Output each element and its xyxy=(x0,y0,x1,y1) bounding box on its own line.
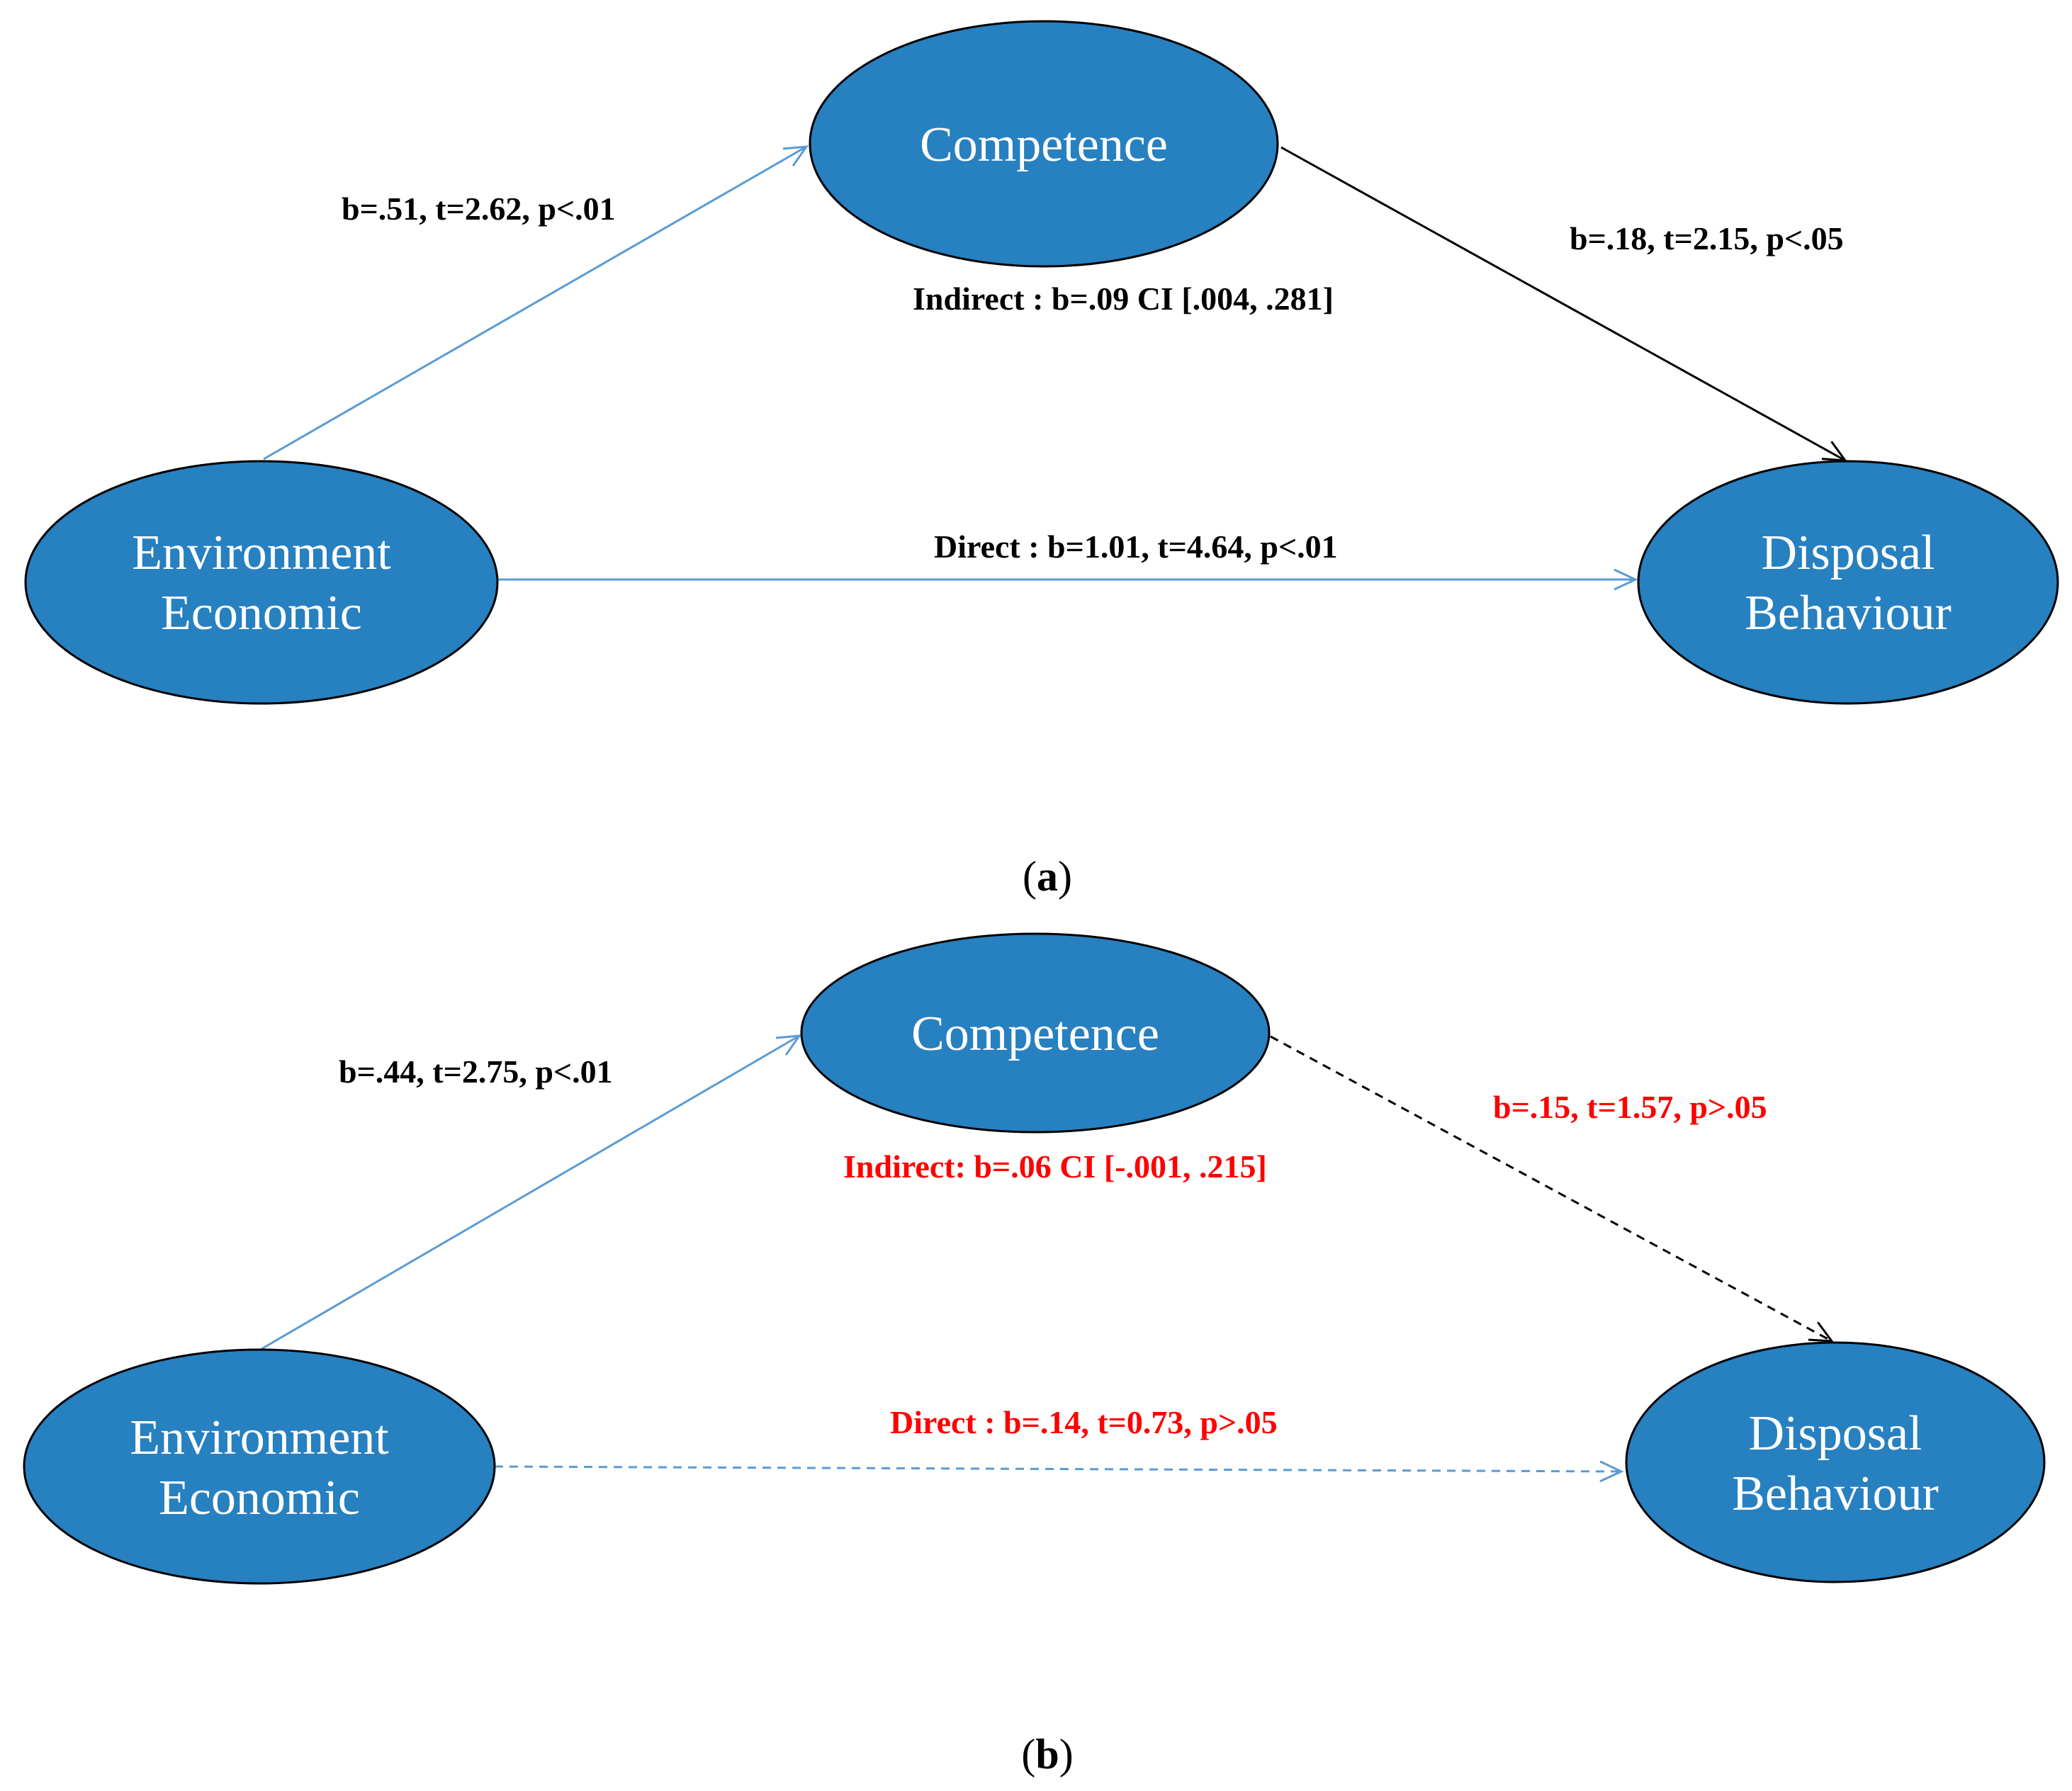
panel-b-edge-competence-to-disposal xyxy=(1270,1035,1835,1343)
panel-a-disposal-label-line1: Disposal xyxy=(1762,526,1935,580)
panel-b-edge-environment-to-competence xyxy=(261,1034,802,1350)
panel-b-competence-label: Competence xyxy=(911,1007,1159,1061)
panel-a-direct-label: Direct : b=1.01, t=4.64, p<.01 xyxy=(934,529,1338,565)
panel-a-node-competence: Competence xyxy=(809,20,1279,268)
panel-a-node-environment-economic: Environment Economic xyxy=(24,460,499,705)
panel-a-edge-environment-to-competence xyxy=(263,145,809,461)
panel-a-caption: (a) xyxy=(1023,853,1072,900)
panel-a-path-a-label: b=.51, t=2.62, p<.01 xyxy=(342,191,616,227)
panel-b-environment-label-line1: Environment xyxy=(130,1411,389,1465)
panel-a-environment-ellipse xyxy=(24,460,499,705)
panel-b-environment-ellipse xyxy=(23,1348,496,1585)
panel-b-indirect-label: Indirect: b=.06 CI [-.001, .215] xyxy=(843,1148,1267,1185)
panel-a-competence-ellipse xyxy=(809,20,1279,268)
panel-b-environment-label-line2: Economic xyxy=(159,1471,360,1525)
panel-a-disposal-label-line2: Behaviour xyxy=(1745,586,1952,640)
panel-a-indirect-label: Indirect : b=.09 CI [.004, .281] xyxy=(913,281,1334,317)
panel-a-edge-competence-to-disposal xyxy=(1280,146,1848,462)
panel-b-disposal-label-line2: Behaviour xyxy=(1732,1467,1939,1521)
panel-a-environment-label-line2: Economic xyxy=(161,586,362,640)
panel-b-path-a-label: b=.44, t=2.75, p<.01 xyxy=(339,1053,613,1090)
panel-a-environment-label-line1: Environment xyxy=(132,526,391,580)
panel-a-node-disposal-behaviour: Disposal Behaviour xyxy=(1637,460,2059,705)
panel-b-path-b-label: b=.15, t=1.57, p>.05 xyxy=(1493,1089,1767,1125)
panel-a-path-b-label: b=.18, t=2.15, p<.05 xyxy=(1570,220,1844,256)
panel-b-node-disposal-behaviour: Disposal Behaviour xyxy=(1625,1341,2046,1583)
panel-a-disposal-ellipse xyxy=(1637,460,2059,705)
panel-b-caption: (b) xyxy=(1021,1731,1073,1778)
panel-b-disposal-label-line1: Disposal xyxy=(1749,1406,1922,1461)
panel-b: Competence Environment Economic Disposal… xyxy=(23,932,2046,1778)
panel-b-competence-ellipse xyxy=(800,932,1271,1134)
panel-b-disposal-ellipse xyxy=(1625,1341,2046,1583)
panel-b-edge-direct xyxy=(494,1460,1624,1483)
panel-a: Competence Environment Economic Disposal… xyxy=(24,20,2059,900)
panel-b-direct-label: Direct : b=.14, t=0.73, p>.05 xyxy=(890,1404,1278,1440)
panel-b-node-environment-economic: Environment Economic xyxy=(23,1348,496,1585)
panel-b-node-competence: Competence xyxy=(800,932,1271,1134)
panel-a-competence-label: Competence xyxy=(920,118,1168,172)
